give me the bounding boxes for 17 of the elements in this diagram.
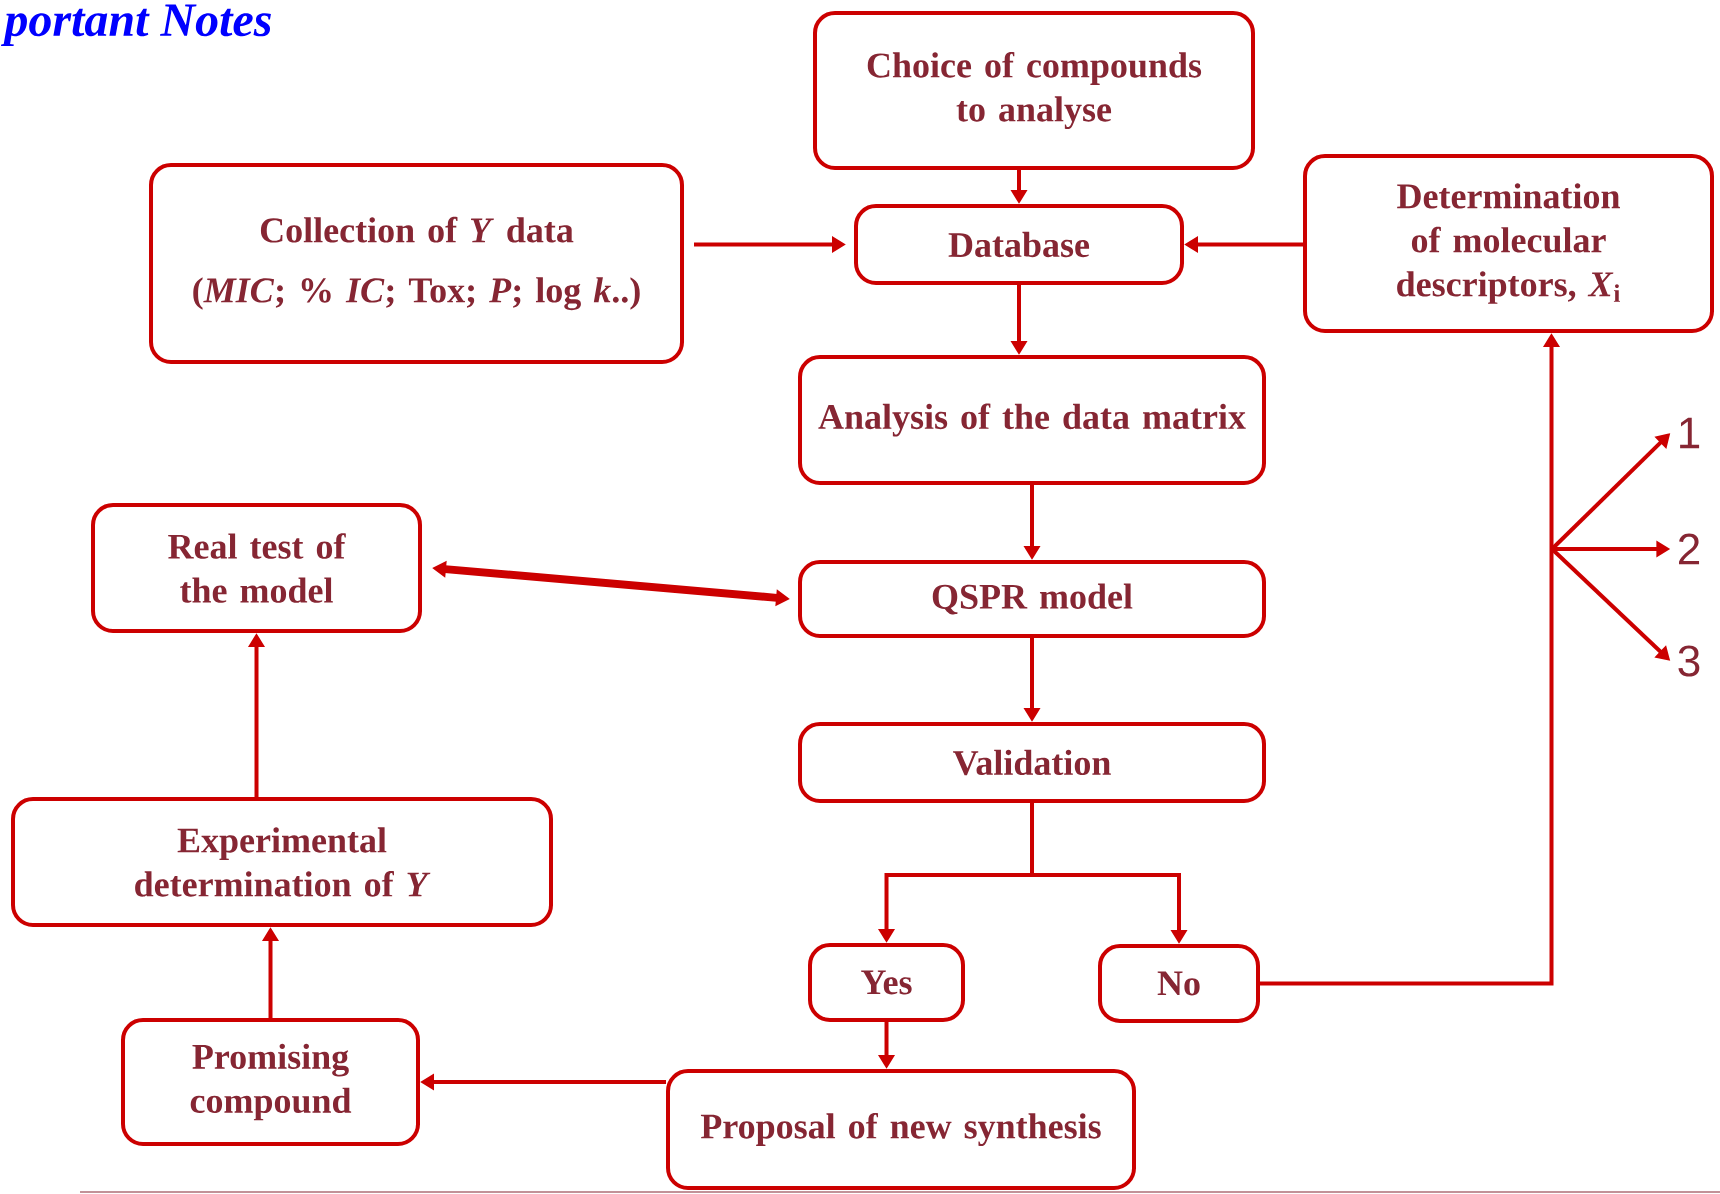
process-box: Yes [808, 943, 965, 1022]
process-box: Experimental determination of Y [11, 797, 553, 927]
process-box: QSPR model [798, 560, 1266, 638]
option-number: 3 [1678, 645, 1700, 677]
process-box: Proposal of new synthesis [666, 1069, 1136, 1190]
process-box: Determination of molecular descriptors, X$_{i}$ [1303, 154, 1714, 333]
process-box: Real test of the model [91, 503, 422, 633]
process-box: No [1098, 944, 1260, 1023]
process-box: Validation [798, 722, 1266, 803]
option-number: 2 [1679, 533, 1700, 565]
heading: portant Notes [1, 4, 271, 47]
option-number: 1 [1680, 417, 1700, 449]
process-box: Collection of Y data (MIC; % IC; Tox; P; log k..) [149, 163, 684, 364]
process-box: Promising compound [121, 1018, 420, 1146]
process-box: Analysis of the data matrix [798, 355, 1266, 485]
process-box: Database [854, 204, 1184, 285]
process-box: Choice of compounds to analyse [813, 11, 1255, 170]
